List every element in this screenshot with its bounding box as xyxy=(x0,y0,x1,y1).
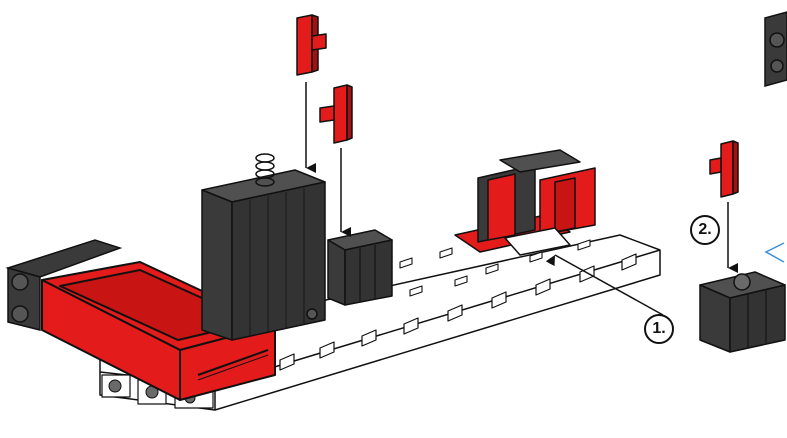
dark-block-with-spring xyxy=(202,154,325,340)
red-pin-small xyxy=(320,85,352,143)
red-angle-bracket xyxy=(455,150,595,255)
step-2-label: 2. xyxy=(698,221,711,239)
step-1-badge: 1. xyxy=(644,314,674,344)
next-page-chevron-icon xyxy=(766,243,784,262)
partial-dark-block xyxy=(765,12,787,86)
small-dark-block xyxy=(328,230,392,305)
dark-cross-block xyxy=(700,272,785,352)
step-1-label: 1. xyxy=(652,320,665,338)
step-2-badge: 2. xyxy=(690,215,720,245)
red-pin-step2 xyxy=(710,141,738,197)
red-pin-large xyxy=(297,15,326,75)
